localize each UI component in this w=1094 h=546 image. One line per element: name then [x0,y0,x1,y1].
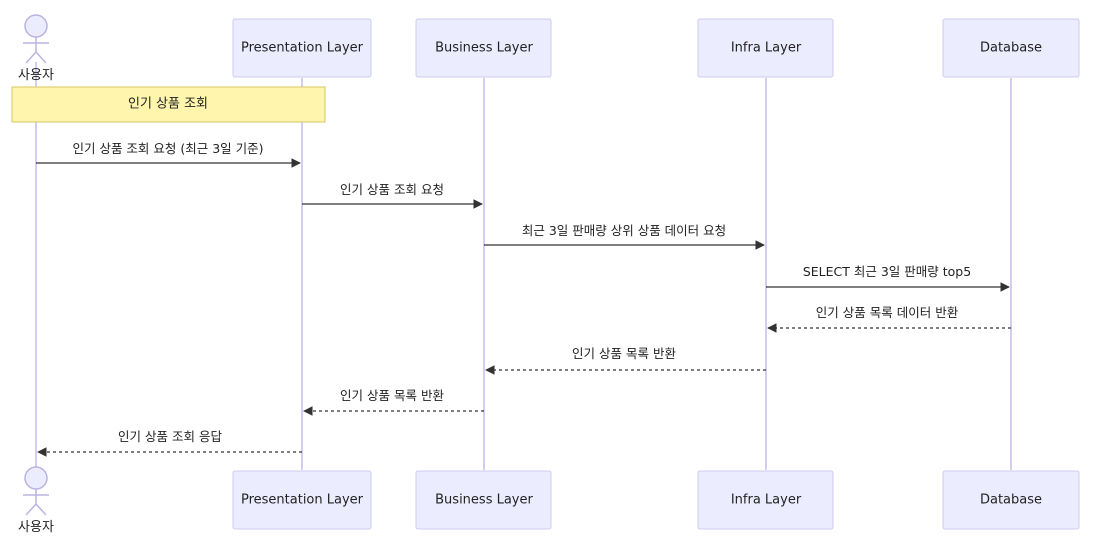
message-1: 인기 상품 조회 요청 (최근 3일 기준) [36,141,301,168]
participant-database-top: Database [942,18,1080,78]
message-5: 인기 상품 목록 데이터 반환 [767,305,1011,333]
message-6: 인기 상품 목록 반환 [485,346,766,375]
participant-presentation-bottom: Presentation Layer [232,470,372,530]
note: 인기 상품 조회 [11,86,326,123]
participant-infra-bottom: Infra Layer [697,470,834,530]
message-label: 인기 상품 목록 반환 [572,346,676,361]
message-label: 인기 상품 조회 응답 [118,429,222,444]
message-label: 최근 3일 판매량 상위 상품 데이터 요청 [522,223,726,238]
message-4: SELECT 최근 3일 판매량 top5 [766,264,1010,292]
note-text: 인기 상품 조회 [128,97,208,112]
message-label: SELECT 최근 3일 판매량 top5 [803,264,971,279]
actor-label-top: 사용자 [18,68,54,83]
participant-label: Infra Layer [731,41,802,56]
message-label: 인기 상품 조회 요청 [340,182,444,197]
participant-label: Infra Layer [731,493,802,508]
participant-label: Business Layer [435,493,533,508]
message-2: 인기 상품 조회 요청 [302,182,483,209]
participant-label: Business Layer [435,41,533,56]
participant-label: Database [980,41,1042,56]
participant-business-top: Business Layer [415,18,552,78]
participant-presentation-top: Presentation Layer [232,18,372,78]
message-3: 최근 3일 판매량 상위 상품 데이터 요청 [484,223,765,250]
participant-infra-top: Infra Layer [697,18,834,78]
participant-label: Database [980,493,1042,508]
message-label: 인기 상품 목록 반환 [340,388,444,403]
participant-database-bottom: Database [942,470,1080,530]
message-label: 인기 상품 목록 데이터 반환 [816,305,959,320]
message-8: 인기 상품 조회 응답 [37,429,302,457]
actor-bottom: 사용자 [18,466,54,535]
actor-head-icon [24,466,48,490]
message-7: 인기 상품 목록 반환 [303,388,484,416]
actor-label-bottom: 사용자 [18,520,54,535]
participant-label: Presentation Layer [241,41,364,56]
participant-label: Presentation Layer [241,493,364,508]
actor-top: 사용자 [18,14,54,83]
message-label: 인기 상품 조회 요청 (최근 3일 기준) [72,141,263,156]
participant-business-bottom: Business Layer [415,470,552,530]
actor-head-icon [24,14,48,38]
